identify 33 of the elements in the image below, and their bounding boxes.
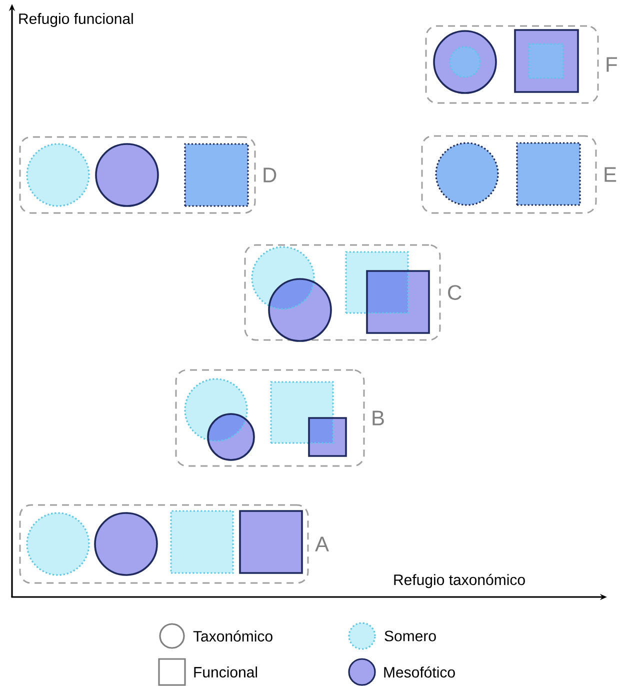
group-box: B	[175, 369, 384, 467]
node-label: E	[604, 167, 616, 182]
axis-label: Refugio taxonómico	[394, 574, 525, 588]
node-label: B	[372, 410, 384, 426]
group-box: F	[425, 25, 617, 104]
group-box: C	[244, 244, 462, 341]
square-shape	[528, 43, 564, 79]
square-shape	[184, 143, 249, 207]
circle-shape	[449, 46, 481, 78]
circle-shape	[26, 143, 90, 207]
square-shape	[239, 510, 303, 574]
square-shape	[366, 270, 430, 334]
circle-shape	[95, 143, 159, 207]
legend-label: Taxonómico	[193, 630, 272, 642]
circle-shape	[94, 512, 158, 576]
circle-shape	[435, 142, 499, 206]
legend-label: Funcional	[194, 666, 258, 678]
group-box: E	[421, 135, 616, 214]
group-box: A	[19, 504, 329, 584]
node-label: D	[264, 168, 276, 182]
node-label: A	[315, 536, 329, 552]
circle-shape	[268, 278, 332, 342]
legend-label: Mesofótico	[384, 666, 455, 678]
node-label: C	[448, 285, 462, 300]
square-shape	[308, 417, 347, 457]
square-shape	[170, 510, 234, 574]
circle-shape	[26, 512, 90, 576]
axis-label: Refugio funcional	[19, 13, 133, 27]
square-shape	[516, 142, 581, 206]
circle-shape	[207, 413, 255, 461]
node-label: F	[606, 57, 617, 72]
legend-label: Somero	[384, 630, 436, 642]
group-box: D	[19, 136, 276, 214]
